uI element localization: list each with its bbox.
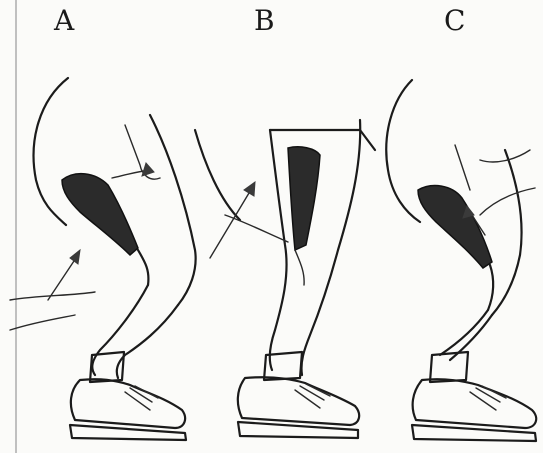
panel-b-hamstring-muscle [288,147,320,250]
panel-b-leg [195,120,375,438]
panel-c-shoe [413,379,537,428]
panel-a-thigh-front [150,115,196,305]
panel-b-tendon [295,250,304,285]
panel-c-force-line [480,188,535,215]
panel-a-shoe [71,379,185,428]
panel-c-hamstring-muscle [418,186,492,268]
panel-c-laces [470,386,506,410]
panel-a-arrow2-head [142,163,154,176]
panel-c-sock [430,352,468,382]
panel-c-thigh-front [492,150,522,315]
panel-a-laces [125,386,158,410]
panel-c-knee-back [488,265,493,310]
panel-a-leg [10,78,196,440]
panel-b-shoe [238,377,359,425]
panel-a-force-line-2 [10,315,75,330]
panel-b-arrow-head [244,182,255,196]
panel-a-knee-back [138,250,148,285]
panel-b-thigh-back [195,130,240,220]
panel-b-laces [295,384,330,408]
panel-b-back-leg [270,130,287,370]
panel-c-leg [386,80,536,441]
panel-a-arrow-shaft [48,255,78,300]
panel-a-hamstring-muscle [62,174,138,255]
panel-a-shin [117,305,178,378]
panel-c-ligament-lines [455,145,530,190]
panel-a-arrow-head [70,250,80,264]
panel-c-thigh-back [386,80,420,222]
panel-a-thigh-back [34,78,68,225]
panel-b-force-line [225,215,288,242]
